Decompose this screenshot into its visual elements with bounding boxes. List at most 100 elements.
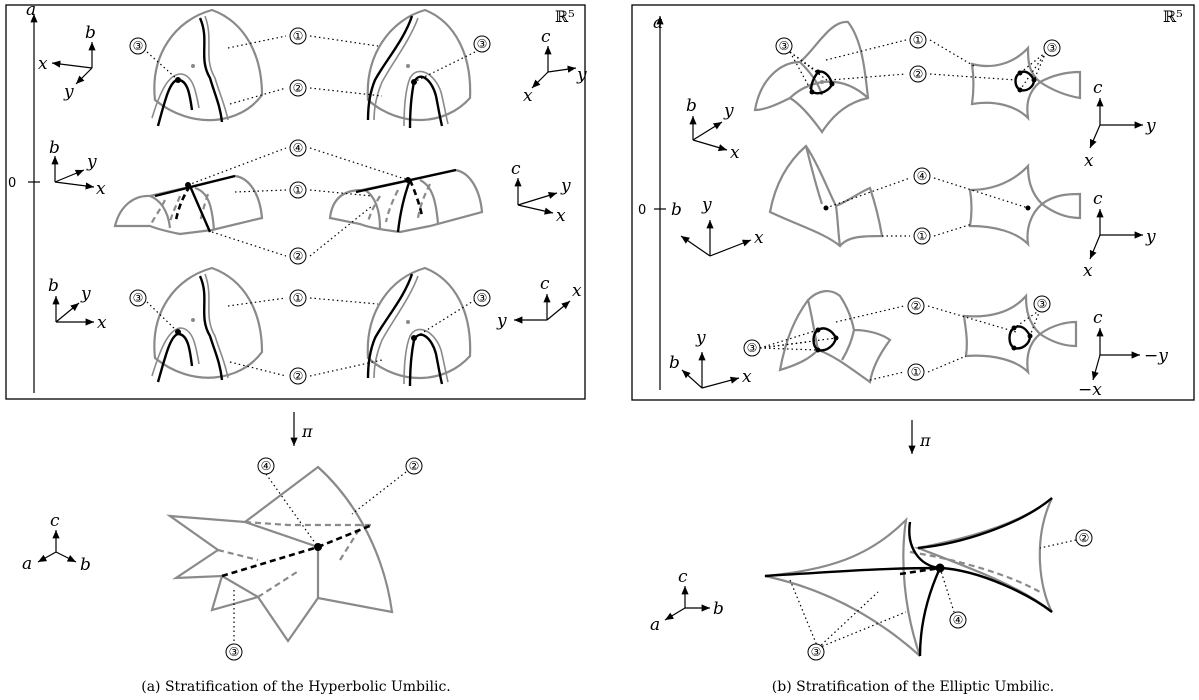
- svg-text:x: x: [38, 54, 48, 74]
- svg-text:x: x: [754, 228, 764, 248]
- svg-text:x: x: [556, 206, 566, 226]
- svg-text:x: x: [742, 367, 752, 387]
- panel-b-row2-leaders: [825, 177, 1029, 237]
- svg-text:①: ①: [913, 33, 924, 47]
- svg-text:①: ①: [911, 365, 922, 379]
- svg-text:c: c: [511, 159, 521, 179]
- svg-text:c: c: [1093, 189, 1103, 209]
- svg-text:b: b: [713, 599, 724, 619]
- svg-text:−y: −y: [1144, 346, 1168, 366]
- svg-text:x: x: [96, 179, 106, 199]
- panel-a-proj-frame: c a b: [22, 511, 91, 575]
- panel-a-zero-label: 0: [8, 176, 16, 191]
- panel-b-frame3-axes: y x: [680, 195, 764, 257]
- panel-a-row2-surface-right: [328, 168, 484, 234]
- panel-b-row3-leaders: [759, 305, 1041, 381]
- svg-text:②: ②: [409, 459, 420, 473]
- panel-b-frame2-axes: c y x: [1084, 78, 1156, 171]
- svg-text:b: b: [669, 353, 680, 373]
- panel-b-frame4-axes: c y x: [1083, 189, 1156, 281]
- panel-b-row2-right-dot: [1025, 205, 1031, 211]
- panel-a-frame1-axes: b x y: [38, 23, 96, 102]
- svg-text:①: ①: [917, 229, 928, 243]
- panel-b-row1-surface-left: [753, 20, 870, 134]
- svg-text:x: x: [730, 143, 740, 163]
- svg-text:②: ②: [1079, 531, 1090, 545]
- panel-a-leaders: [146, 35, 476, 377]
- svg-text:③: ③: [1037, 297, 1048, 311]
- panel-a-proj-leaders: ④ ② ③: [225, 457, 423, 661]
- svg-text:x: x: [1084, 151, 1094, 171]
- panel-b-row3-surface-right: [962, 293, 1078, 376]
- panel-b-projected-surface: [764, 497, 1053, 657]
- panel-b-frame1-axes: b y x: [686, 96, 740, 163]
- panel-a-frame5-axes: b y x: [48, 276, 107, 333]
- svg-text:③: ③: [477, 291, 488, 305]
- panel-a-space-label: ℝ⁵: [555, 7, 575, 26]
- svg-text:x: x: [1083, 261, 1093, 281]
- panel-b-frame5-axes: b y x: [669, 328, 752, 389]
- svg-text:②: ②: [913, 67, 924, 81]
- panel-a-a-label: a: [26, 0, 36, 20]
- svg-text:y: y: [63, 82, 74, 102]
- svg-text:x: x: [97, 313, 107, 333]
- panel-a-row2-surface-left: [113, 174, 264, 236]
- svg-text:y: y: [1145, 116, 1156, 136]
- svg-text:c: c: [50, 511, 60, 531]
- svg-text:y: y: [695, 328, 706, 348]
- svg-text:y: y: [86, 152, 97, 172]
- panel-a-frame4-axes: c y x: [511, 159, 571, 226]
- svg-text:y: y: [723, 101, 734, 121]
- panel-b-b-label: b: [671, 200, 682, 220]
- svg-text:b: b: [85, 23, 96, 43]
- panel-a-frame: [5, 4, 586, 400]
- svg-text:③: ③: [133, 291, 144, 305]
- panel-b-row2-surface-right: [968, 163, 1082, 248]
- svg-text:①: ①: [293, 29, 304, 43]
- svg-text:a: a: [22, 554, 32, 574]
- panel-a-markers: ③ ① ② ③ ④ ① ② ③ ① ② ③: [129, 27, 491, 385]
- panel-a-pi-label: π: [301, 422, 313, 441]
- panel-b-frame: [631, 4, 1195, 401]
- panel-a-row1-surface-right: [366, 8, 472, 129]
- svg-text:③: ③: [477, 37, 488, 51]
- panel-a-projected-surface: [166, 465, 394, 643]
- svg-text:c: c: [678, 567, 688, 587]
- svg-text:b: b: [48, 276, 59, 296]
- svg-text:③: ③: [229, 645, 240, 659]
- panel-b-a-label: a: [653, 13, 663, 33]
- svg-text:③: ③: [747, 341, 758, 355]
- panel-a-row1-surface-left: [151, 8, 264, 127]
- panel-b-pi-label: π: [919, 431, 931, 450]
- panel-b-caption: (b) Stratification of the Elliptic Umbil…: [772, 679, 1054, 695]
- svg-text:③: ③: [811, 645, 822, 659]
- svg-text:y: y: [1145, 227, 1156, 247]
- svg-text:③: ③: [779, 39, 790, 53]
- svg-text:c: c: [1093, 78, 1103, 98]
- svg-text:③: ③: [1047, 41, 1058, 55]
- svg-text:②: ②: [293, 249, 304, 263]
- svg-text:④: ④: [261, 459, 272, 473]
- panel-b-row3-surface-left: [778, 290, 892, 384]
- panel-b-proj-leaders: ② ④ ③: [789, 529, 1093, 661]
- panel-b-markers: ③ ① ② ③ ④ ① ③ ② ③ ①: [743, 31, 1061, 381]
- svg-text:④: ④: [917, 169, 928, 183]
- svg-text:①: ①: [293, 291, 304, 305]
- svg-text:②: ②: [911, 299, 922, 313]
- svg-text:y: y: [80, 284, 91, 304]
- svg-text:b: b: [49, 138, 60, 158]
- panel-b-row2-surface-left: [768, 144, 884, 248]
- svg-text:②: ②: [293, 369, 304, 383]
- svg-text:x: x: [572, 281, 582, 301]
- panel-a-caption: (a) Stratification of the Hyperbolic Umb…: [141, 679, 451, 695]
- svg-text:b: b: [686, 96, 697, 116]
- svg-text:y: y: [496, 311, 507, 331]
- panel-a-frame3-axes: b y x: [49, 138, 106, 199]
- panel-b-row1-leaders: [789, 39, 1047, 93]
- panel-b-zero-label: 0: [638, 203, 646, 218]
- svg-text:④: ④: [953, 613, 964, 627]
- svg-text:c: c: [1093, 308, 1103, 328]
- panel-b-row1-surface-right: [970, 45, 1082, 122]
- svg-text:④: ④: [293, 141, 304, 155]
